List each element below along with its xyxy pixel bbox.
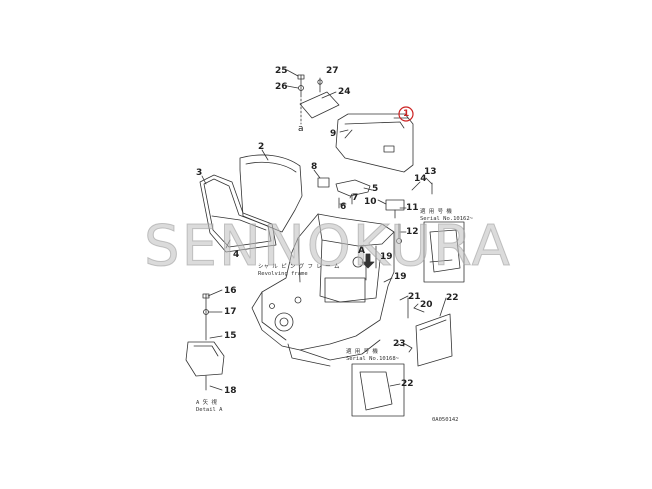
view-arrow-a bbox=[361, 253, 375, 269]
callout-2: 2 bbox=[258, 142, 265, 152]
cover-22 bbox=[415, 313, 453, 367]
bolt-27 bbox=[317, 77, 323, 93]
frame-caption-jp: シャ ル ピ ン グ フ レ ー ム bbox=[258, 264, 340, 270]
callout-23: 23 bbox=[393, 339, 406, 349]
callout-a: a bbox=[298, 124, 304, 134]
callout-13: 13 bbox=[424, 167, 437, 177]
callout-21: 21 bbox=[408, 292, 421, 302]
view-caption-en: Detail A bbox=[196, 407, 223, 413]
callout-12: 12 bbox=[406, 227, 419, 237]
callout-10: 10 bbox=[364, 197, 377, 207]
highlight-ring-1 bbox=[398, 106, 414, 122]
callout-16: 16 bbox=[224, 286, 237, 296]
hood-1 bbox=[335, 113, 414, 173]
callout-26: 26 bbox=[275, 82, 288, 92]
revolving-frame bbox=[251, 213, 395, 367]
callout-27: 27 bbox=[326, 66, 339, 76]
callout-15: 15 bbox=[224, 331, 237, 341]
callout-14: 14 bbox=[414, 174, 427, 184]
callout-17: 17 bbox=[224, 307, 237, 317]
serial-caption-mid-jp: 適 用 号 機 bbox=[346, 349, 378, 355]
serial-caption-top: Serial No.10162~ bbox=[420, 216, 473, 222]
glass-3 bbox=[199, 174, 277, 253]
callout-19-upper: 19 bbox=[380, 252, 393, 262]
serial-caption-top-jp: 適 用 号 機 bbox=[420, 209, 452, 215]
callout-11: 11 bbox=[406, 203, 419, 213]
view-caption-jp: A 矢 視 bbox=[196, 400, 217, 406]
callout-22-right: 22 bbox=[446, 293, 459, 303]
seal-4 bbox=[211, 215, 267, 231]
plate-24 bbox=[299, 91, 340, 119]
callout-19-lower: 19 bbox=[394, 272, 407, 282]
callout-8: 8 bbox=[311, 162, 318, 172]
detail-inset-bottom bbox=[351, 363, 405, 417]
callout-4: 4 bbox=[233, 250, 240, 260]
callout-A: A bbox=[358, 246, 365, 256]
callout-6: 6 bbox=[340, 202, 347, 212]
callout-22-bottom: 22 bbox=[401, 379, 414, 389]
detail-inset-top bbox=[423, 221, 465, 283]
bolt-25 bbox=[297, 74, 305, 98]
callout-7: 7 bbox=[352, 193, 359, 203]
latch-8 bbox=[317, 177, 330, 188]
callout-1: 1 bbox=[403, 109, 410, 119]
drawing-code: 0A050142 bbox=[432, 417, 459, 423]
callout-9: 9 bbox=[330, 129, 337, 139]
frame-caption-en: Revolving frame bbox=[258, 271, 308, 277]
callout-5: 5 bbox=[372, 184, 379, 194]
callout-3: 3 bbox=[196, 168, 203, 178]
callout-24: 24 bbox=[338, 87, 351, 97]
callout-20: 20 bbox=[420, 300, 433, 310]
bracket-15 bbox=[185, 341, 225, 377]
serial-caption-mid: Serial No.10168~ bbox=[346, 356, 399, 362]
callout-25: 25 bbox=[275, 66, 288, 76]
panel-2 bbox=[239, 154, 303, 233]
callout-18: 18 bbox=[224, 386, 237, 396]
